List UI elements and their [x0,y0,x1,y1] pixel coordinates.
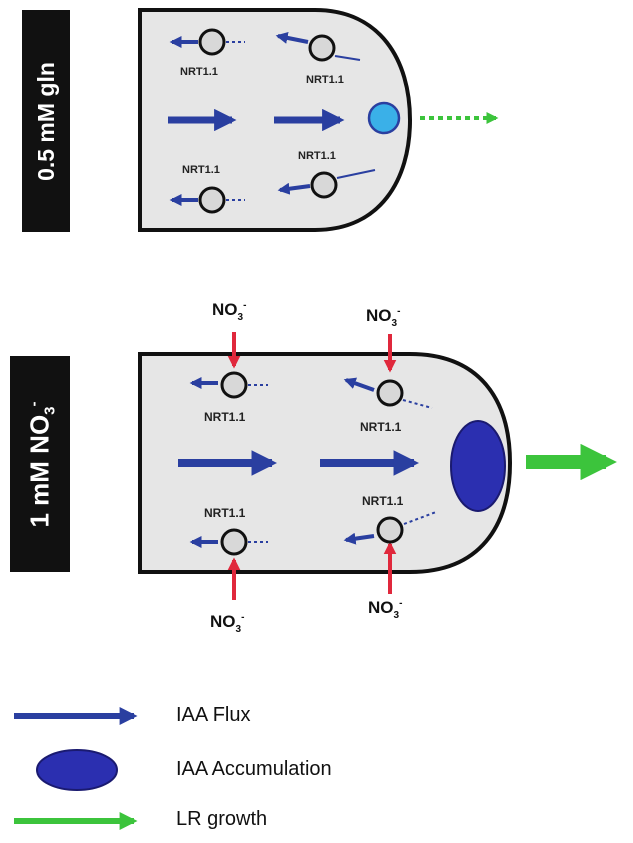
legend-growth-label: LR growth [176,808,268,830]
condition-no3-prefix: 1 mM NO [24,414,55,528]
transporter-dash [402,399,433,409]
legend-accumulation-label: IAA Accumulation [176,758,332,780]
nitrate-sup: - [243,300,247,311]
nrt-label: NRT1.1 [204,410,246,424]
transporter-dash [334,55,361,61]
transporter-circle [308,34,336,62]
condition-no3-sup: - [25,400,43,406]
nitrate-sub: 3 [235,624,242,635]
transporter-circle [198,186,226,214]
flux-small-arrow [343,377,375,392]
nitrate-base: NO [368,598,394,617]
condition-label-no3: 1 mM NO3- [10,356,70,572]
transporter-circle [220,371,248,399]
nitrate-label: NO3- [210,612,245,635]
nitrate-sup: - [397,306,401,317]
nitrate-sub: 3 [393,610,400,621]
condition-no3-sub: 3 [41,405,59,415]
nitrate-sup: - [399,598,403,609]
transporter-circle [310,171,338,199]
nrt-label: NRT1.1 [306,74,344,86]
flux-small-arrow [275,31,309,44]
nitrate-base: NO [212,300,238,319]
transporter-circle [220,528,248,556]
nrt-label: NRT1.1 [180,66,218,78]
nrt-label: NRT1.1 [204,506,246,520]
transporter-circle [198,28,226,56]
nrt-label: NRT1.1 [298,150,336,162]
nitrate-sub: 3 [391,318,398,329]
nitrate-sub: 3 [237,312,244,323]
nitrate-sup: - [241,612,245,623]
iaa-accumulation-blob [450,420,506,512]
legend-flux-label: IAA Flux [176,704,251,726]
transporter-circle [376,379,404,407]
nitrate-label: NO3- [212,300,247,323]
nrt-label: NRT1.1 [182,164,220,176]
legend-accumulation-swatch [36,749,118,791]
flux-small-arrow [277,182,311,195]
nrt-label: NRT1.1 [362,494,404,508]
small-accumulation-icon [367,101,401,135]
condition-label-gln-text: 0.5 mM gln [32,61,59,181]
transporter-circle [376,516,404,544]
nitrate-base: NO [210,612,236,631]
nitrate-label: NO3- [368,598,403,621]
flux-small-arrow [343,532,375,545]
condition-label-no3-text: 1 mM NO3- [24,400,59,528]
nitrate-label: NO3- [366,306,401,329]
transporter-dash [336,169,376,179]
nitrate-base: NO [366,306,392,325]
condition-label-gln: 0.5 mM gln [22,10,70,232]
nrt-label: NRT1.1 [360,420,402,434]
